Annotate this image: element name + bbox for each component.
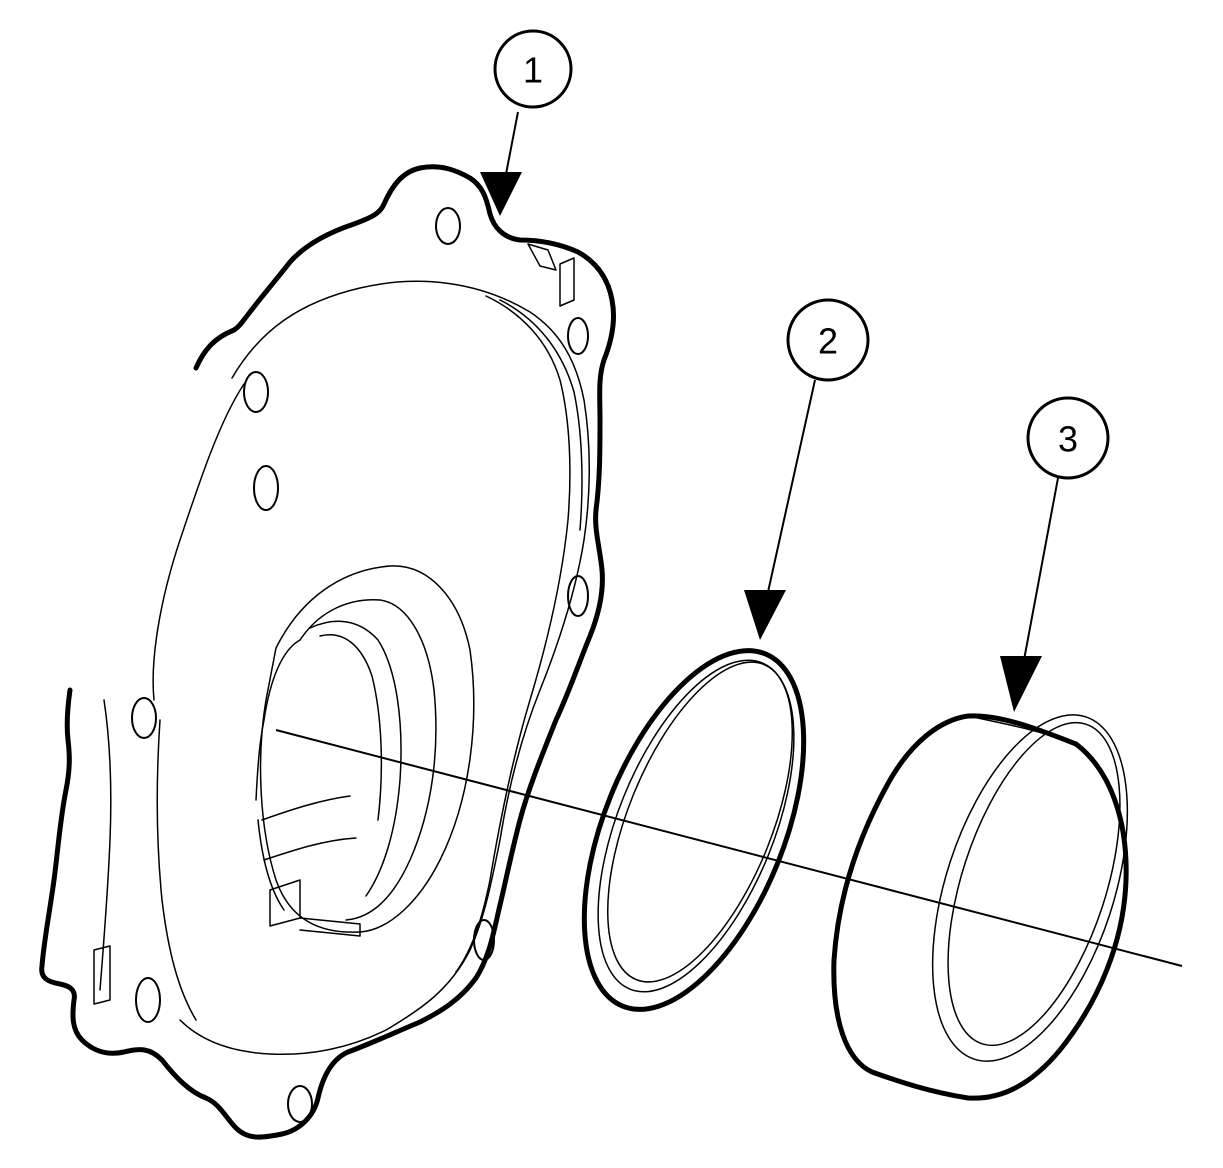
callout-1-circle <box>493 29 573 109</box>
callout-1[interactable]: 1 <box>480 29 573 216</box>
sleeve-bore-inner <box>947 721 1121 1047</box>
bolt-hole <box>243 371 269 413</box>
housing-rim <box>455 295 571 973</box>
callout-2[interactable]: 2 <box>744 298 870 640</box>
callout-2-arrowhead <box>744 590 786 640</box>
callout-1-leader <box>505 111 519 175</box>
bolt-hole <box>131 697 157 739</box>
housing-inner-face <box>179 280 590 1056</box>
slot-tab <box>93 945 111 1005</box>
bolt-hole <box>253 465 279 511</box>
callout-3-arrowhead <box>1000 656 1042 712</box>
bolt-hole <box>567 317 589 355</box>
bolt-hole <box>435 207 461 245</box>
callout-3[interactable]: 3 <box>1000 396 1110 712</box>
ring-inner-2 <box>606 661 794 983</box>
callout-2-leader <box>767 379 816 593</box>
part-2-ring <box>581 648 807 1012</box>
bolt-hole <box>287 1085 313 1123</box>
bolt-hole <box>567 575 589 617</box>
center-bore-inner <box>255 639 301 911</box>
callout-1-arrowhead <box>480 172 522 216</box>
center-bore-ridge <box>261 795 361 937</box>
center-bore-step-2 <box>309 620 402 897</box>
part-1-housing <box>39 164 617 1140</box>
housing-flange-inner-edge <box>156 719 197 1021</box>
housing-flange-edge <box>152 383 245 701</box>
center-bore-step-1 <box>299 599 437 921</box>
sleeve-edge <box>967 715 1077 745</box>
housing-flange-edge-lower <box>99 699 112 991</box>
bolt-hole <box>473 919 495 961</box>
center-bore-outer <box>259 565 475 933</box>
callout-2-circle <box>786 298 870 382</box>
callout-3-circle <box>1026 396 1110 480</box>
part-3-sleeve <box>831 713 1129 1101</box>
callout-3-leader <box>1023 477 1059 661</box>
housing-outline <box>39 164 617 1140</box>
callout-1-number: 1 <box>523 50 543 91</box>
center-bore-step-3 <box>319 634 383 821</box>
slot-notch <box>527 243 557 271</box>
sleeve-outline <box>831 713 1129 1101</box>
ring-outer <box>581 648 807 1012</box>
center-axis-line <box>275 729 1183 967</box>
callout-3-number: 3 <box>1058 419 1078 460</box>
housing-rim-2 <box>499 299 583 531</box>
bolt-hole <box>135 977 161 1023</box>
sleeve-bore <box>931 714 1129 1062</box>
slot-tab <box>559 257 575 307</box>
ring-inner <box>597 659 795 993</box>
callout-2-number: 2 <box>818 321 838 362</box>
